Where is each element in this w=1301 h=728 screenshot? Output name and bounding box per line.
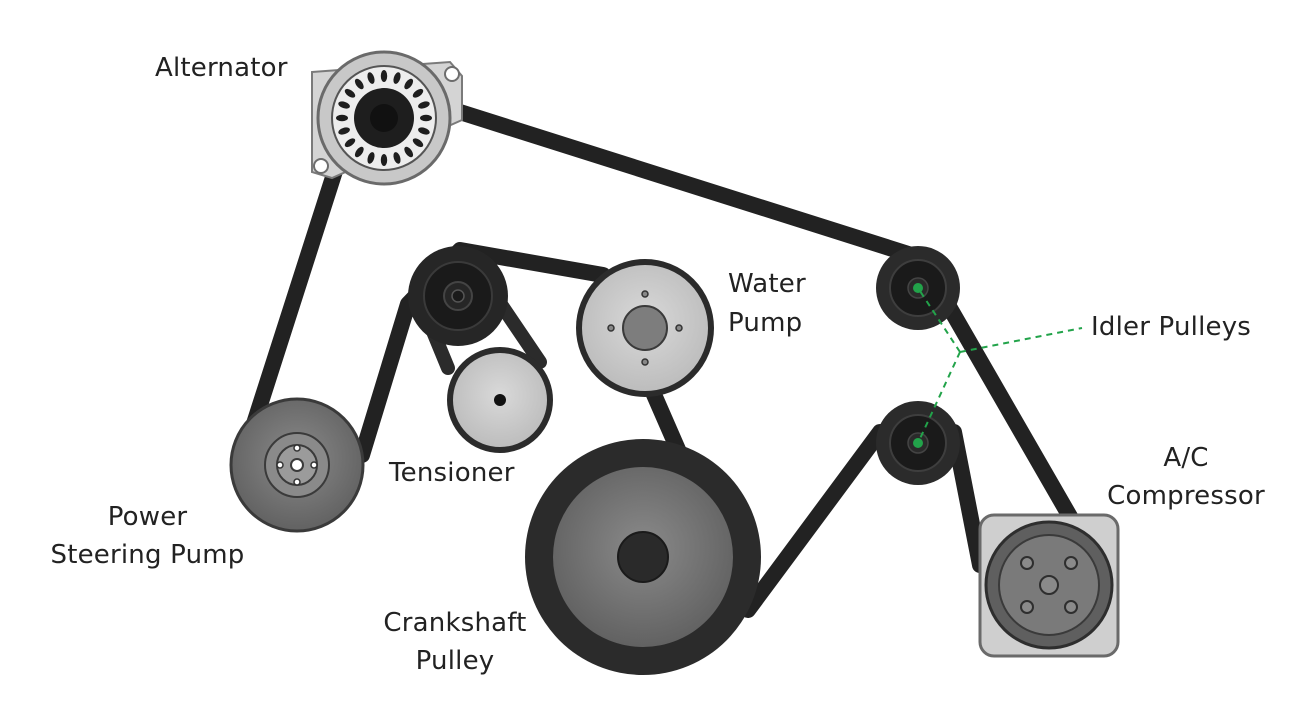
alternator-vent-slot — [380, 154, 388, 166]
label-ac-line1: A/C — [1163, 443, 1209, 473]
alternator-vent-slot — [393, 152, 401, 164]
label-power-steering-line2: Steering Pump — [50, 540, 245, 570]
alternator-vent-slot — [338, 127, 350, 135]
alternator-vent-slot — [367, 152, 375, 164]
alternator-vent-slot — [344, 88, 356, 98]
alternator-vent-slot — [418, 127, 430, 135]
label-ac-line2: Compressor — [1107, 481, 1265, 511]
alternator-vent-slot — [404, 146, 414, 158]
ac-compressor — [978, 513, 1120, 658]
idler-pulleys-leader — [913, 283, 1083, 448]
tensioner-hub — [494, 394, 506, 406]
tensioner-small-pulley — [447, 347, 553, 453]
alternator-vent-slot — [344, 138, 356, 148]
power-steering-pump — [229, 397, 365, 533]
alternator-vent-slot — [336, 114, 348, 122]
alternator — [311, 50, 463, 186]
alternator-vent-slot — [404, 78, 414, 90]
alternator-vent-slot — [412, 138, 424, 148]
label-idler-pulleys: Idler Pulleys — [1091, 312, 1252, 342]
crankshaft-pulley — [525, 439, 761, 675]
label-tensioner: Tensioner — [389, 458, 515, 488]
mount-hole-icon — [444, 66, 460, 82]
label-water-pump-line2: Pump — [728, 308, 803, 338]
label-crankshaft-line2: Pulley — [415, 646, 495, 676]
label-power-steering-line1: Power — [107, 502, 188, 532]
label-crankshaft-line1: Crankshaft — [383, 608, 527, 638]
tensioner-pulley — [408, 246, 508, 346]
alternator-vent-slot — [418, 101, 430, 109]
alternator-vents — [336, 70, 432, 166]
alternator-vent-slot — [393, 72, 401, 84]
label-water-pump-line1: Water — [728, 269, 806, 299]
alternator-vent-slot — [338, 101, 350, 109]
water-pump — [576, 259, 714, 397]
alternator-vent-slot — [380, 70, 388, 82]
label-alternator: Alternator — [155, 53, 288, 83]
alternator-vent-slot — [354, 78, 364, 90]
mount-hole-icon — [313, 158, 329, 174]
alternator-vent-slot — [354, 146, 364, 158]
alternator-vent-slot — [420, 114, 432, 122]
alternator-vent-slot — [367, 72, 375, 84]
alternator-vent-slot — [412, 88, 424, 98]
